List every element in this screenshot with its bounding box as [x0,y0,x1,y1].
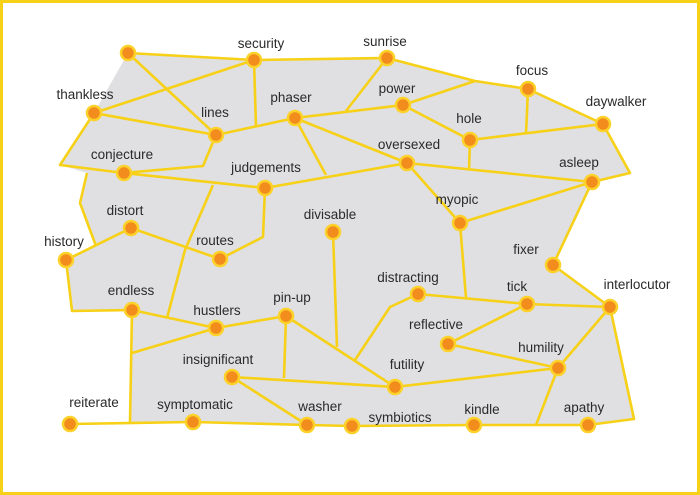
node-label-insignificant: insignificant [183,352,254,367]
node-label-distort: distort [107,203,144,218]
node-label-asleep: asleep [559,155,599,170]
node-judgements [256,179,274,197]
node-label-routes: routes [196,233,234,248]
node-lines [207,126,225,144]
edge [282,315,288,379]
node-history [57,251,75,269]
node-label-thankless: thankless [56,87,113,102]
node-pinup [277,307,295,325]
node-label-kindle: kindle [464,402,499,417]
node-distracting [409,285,427,303]
node-insignificant [223,368,241,386]
node-label-interlocutor: interlocutor [604,277,671,292]
node-sunrise [378,49,396,67]
node-label-endless: endless [108,283,155,298]
edge [128,309,134,424]
edge [252,59,258,128]
edge [93,58,255,115]
node-routes [211,250,229,268]
node-asleep [583,173,601,191]
node-label-phaser: phaser [270,90,312,105]
node-label-distracting: distracting [377,270,439,285]
node-apathy [579,416,597,434]
edge [69,306,636,428]
node-washer [298,416,316,434]
node-label-symbiotics: symbiotics [368,410,431,425]
edge [131,326,217,355]
edge [93,111,217,137]
node-label-divisable: divisable [304,207,357,222]
edge [458,222,468,299]
node-label-history: history [44,234,84,249]
node-fixer [544,256,562,274]
node-label-reflective: reflective [409,317,463,332]
node-daywalker [594,115,612,133]
edge [294,116,408,165]
edge [64,259,396,389]
node-focus [519,80,537,98]
node-symbiotics [343,417,361,435]
node-label-conjecture: conjecture [91,147,153,162]
edge [78,172,98,247]
node-label-washer: washer [297,399,342,414]
node-tick [518,295,536,313]
node-interlocutor [601,298,619,316]
node-label-daywalker: daywalker [586,94,647,109]
edge [123,161,593,190]
edge [231,375,308,427]
node-label-hole: hole [456,111,482,126]
node-top [119,44,137,62]
node-label-security: security [238,36,285,51]
edge [127,52,217,136]
node-label-symptomatic: symptomatic [157,397,233,412]
edge [293,117,328,176]
edge [127,51,632,184]
node-symptomatic [184,413,202,431]
node-label-myopic: myopic [436,192,479,207]
node-label-fixer: fixer [513,242,539,257]
node-security [245,51,263,69]
node-power [394,96,412,114]
node-label-tick: tick [507,279,528,294]
node-label-futility: futility [390,357,425,372]
node-label-judgements: judgements [230,160,301,175]
node-phaser [286,109,304,127]
node-hustlers [207,319,225,337]
node-futility [386,378,404,396]
edge [344,57,389,112]
node-divisable [324,223,342,241]
node-myopic [451,214,469,232]
edge [215,79,476,137]
edge [331,231,339,348]
labels: security sunrise focus daywalker thankless li… [44,34,671,425]
node-humility [549,359,567,377]
node-kindle [465,416,483,434]
node-label-humility: humility [518,340,564,355]
edge [165,184,215,319]
node-reflective [439,335,457,353]
node-label-power: power [379,81,416,96]
edge [534,367,560,426]
edge [446,302,611,370]
node-label-hustlers: hustlers [193,303,241,318]
node-oversexed [398,154,416,172]
node-reiterate [61,415,79,433]
node-label-oversexed: oversexed [378,137,440,152]
node-hole [461,131,479,149]
node-label-focus: focus [516,63,549,78]
node-label-lines: lines [201,105,229,120]
node-endless [123,301,141,319]
node-label-pinup: pin-up [273,290,311,305]
node-label-apathy: apathy [564,400,605,415]
node-label-sunrise: sunrise [363,34,407,49]
node-label-reiterate: reiterate [69,395,119,410]
nodes [57,44,619,435]
node-distort [122,219,140,237]
node-conjecture [115,164,133,182]
node-thankless [85,104,103,122]
